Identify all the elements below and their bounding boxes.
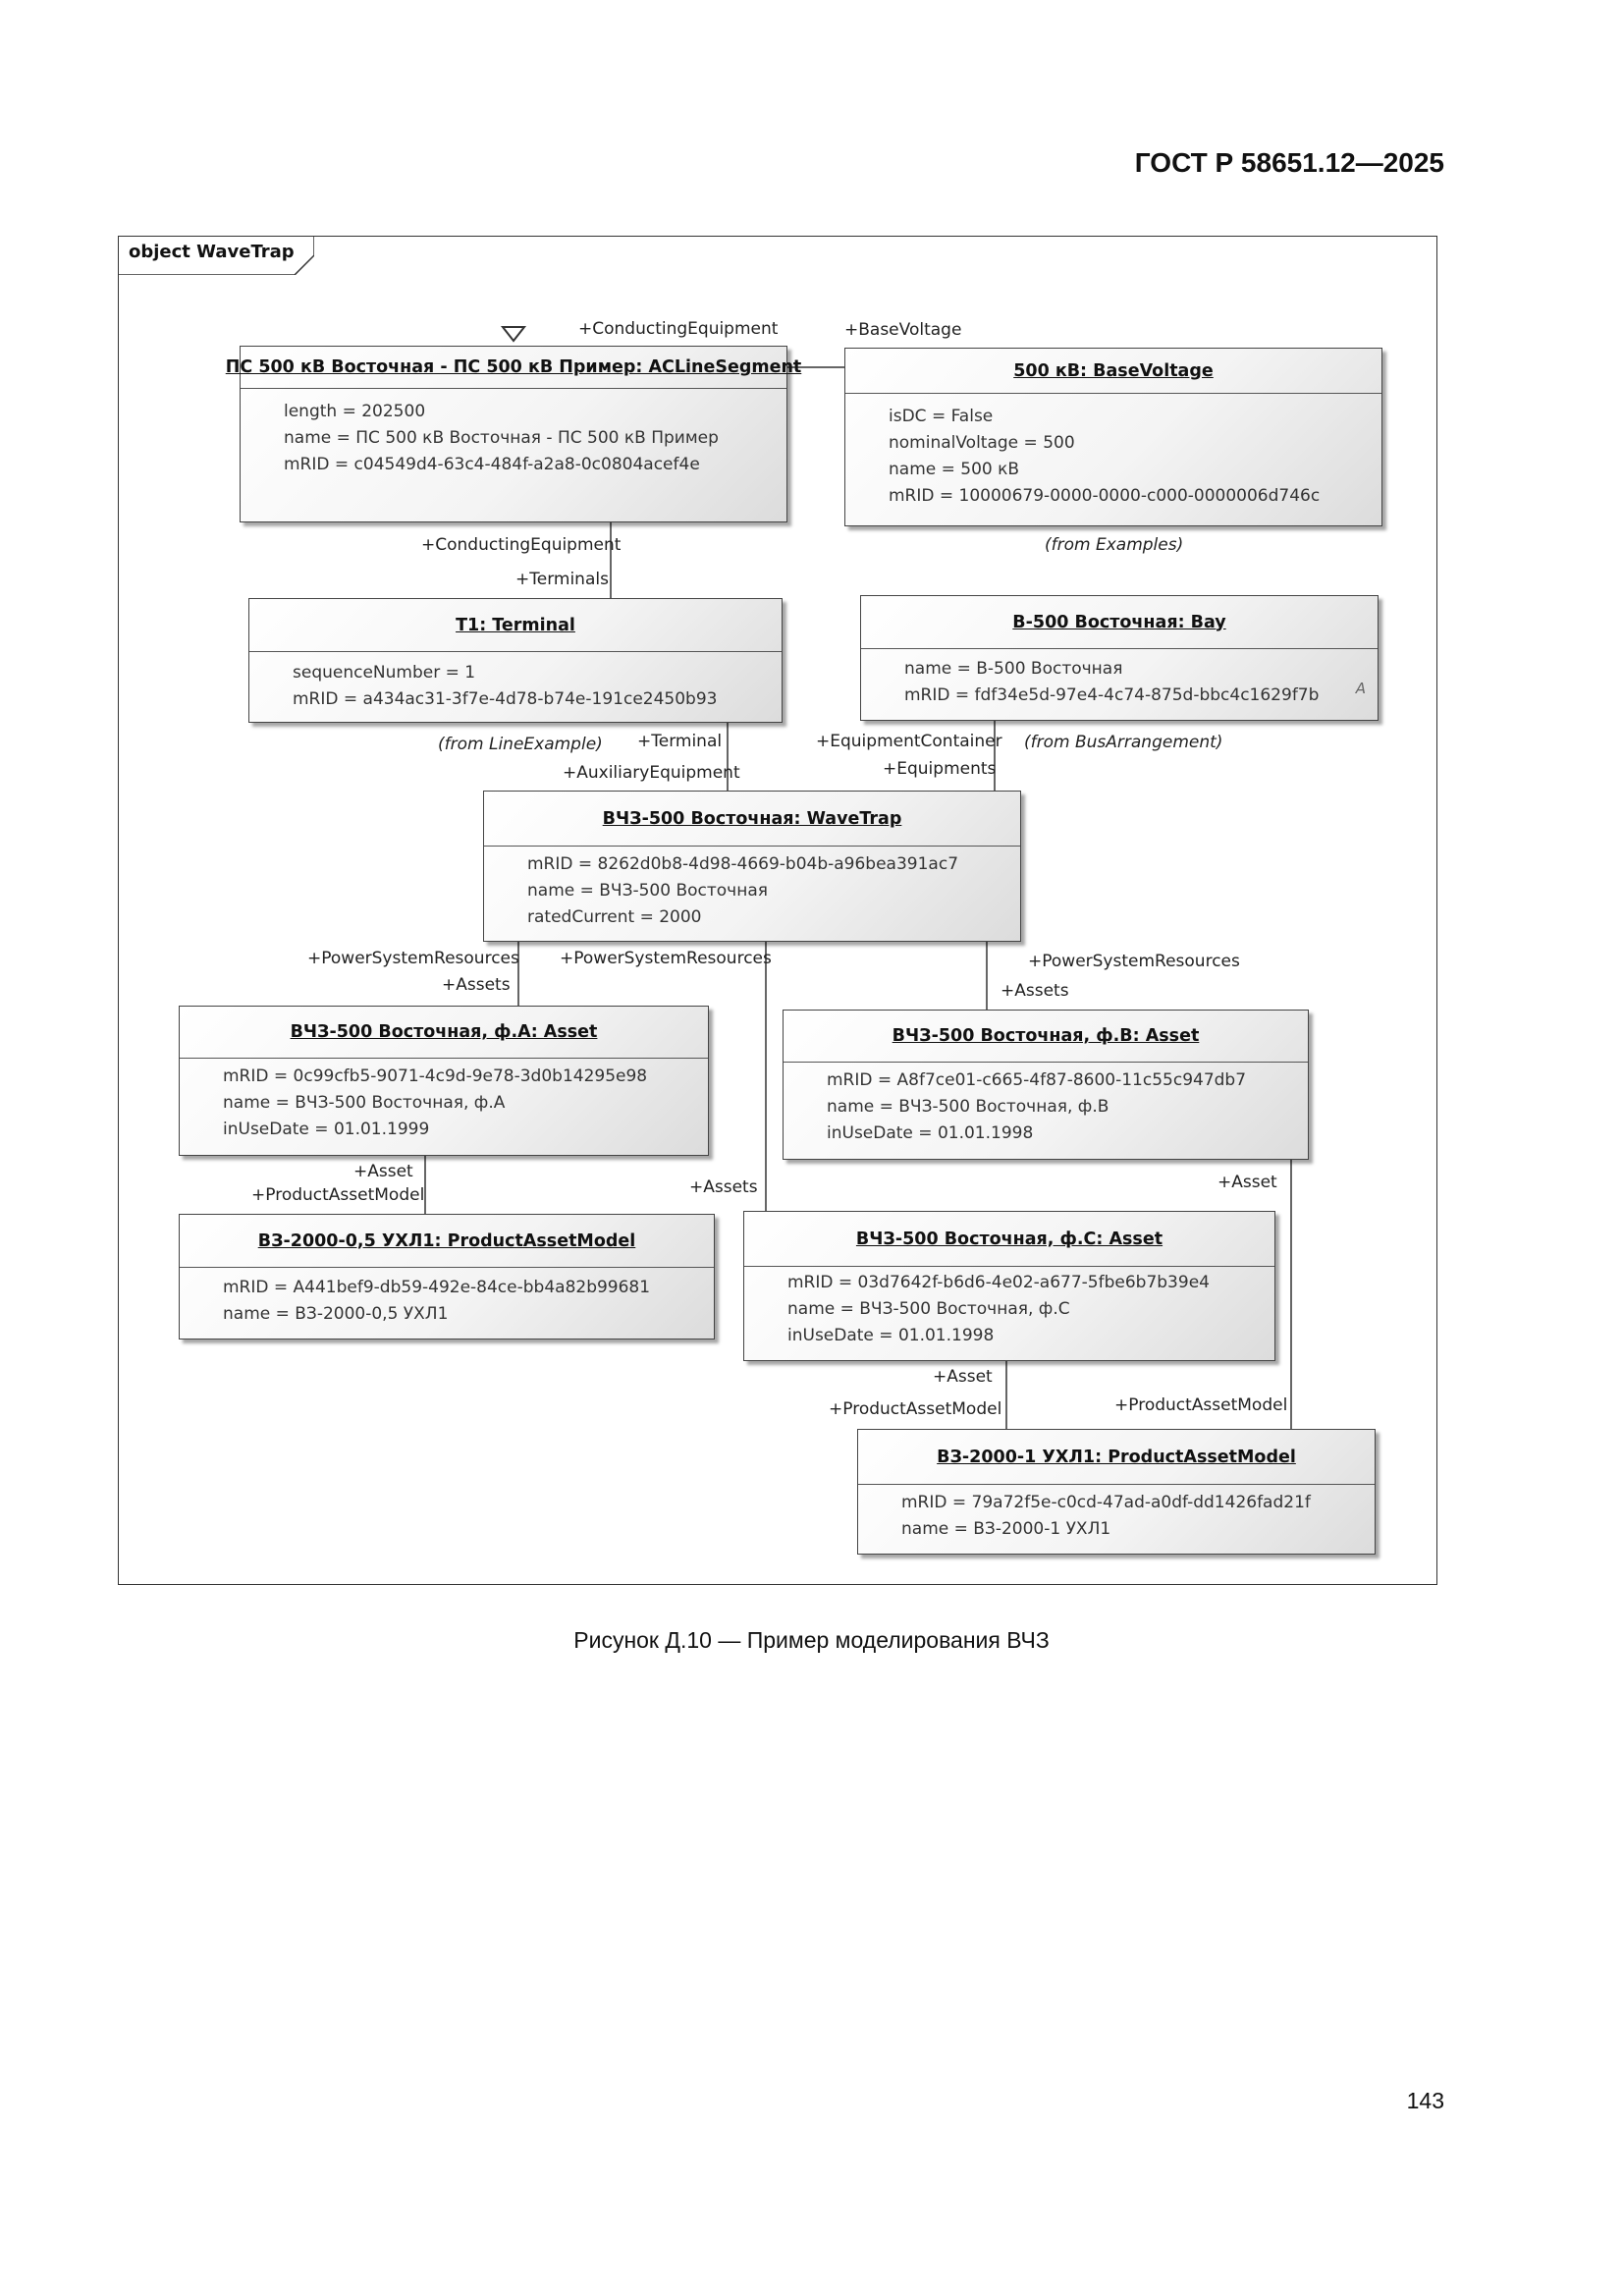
object-title: ВЗ-2000-0,5 УХЛ1: ProductAssetModel — [180, 1215, 714, 1268]
role-label: +Asset — [353, 1162, 413, 1181]
attribute: name = ВЗ-2000-0,5 УХЛ1 — [223, 1304, 449, 1324]
role-label: +ProductAssetModel — [251, 1185, 425, 1205]
attribute: mRID = c04549d4-63c4-484f-a2a8-0c0804ace… — [284, 455, 700, 474]
attribute: mRID = A441bef9-db59-492e-84ce-bb4a82b99… — [223, 1278, 651, 1297]
object-title: B-500 Восточная: Bay — [861, 596, 1378, 649]
role-label: +PowerSystemResources — [307, 949, 519, 968]
page-number: 143 — [1406, 2088, 1444, 2113]
diagram-frame — [118, 236, 1437, 1585]
object-title: 500 кВ: BaseVoltage — [845, 349, 1381, 394]
object-attributes: mRID = 03d7642f-b6d6-4e02-a677-5fbe6b7b3… — [744, 1267, 1274, 1349]
object-attributes: mRID = A8f7ce01-c665-4f87-8600-11c55c947… — [784, 1063, 1308, 1147]
triangle-marker-icon — [500, 326, 527, 343]
frame-label: object WaveTrap — [129, 242, 295, 262]
attribute: ratedCurrent = 2000 — [527, 907, 702, 927]
attribute: mRID = 0c99cfb5-9071-4c9d-9e78-3d0b14295… — [223, 1066, 648, 1086]
attribute: name = ВЧЗ-500 Восточная, ф.С — [787, 1299, 1070, 1319]
object-attributes: name = B-500 Восточная mRID = fdf34e5d-9… — [861, 649, 1378, 709]
role-label: +ConductingEquipment — [421, 535, 622, 555]
object-attributes: sequenceNumber = 1 mRID = a434ac31-3f7e-… — [249, 652, 782, 713]
role-label: +PowerSystemResources — [1028, 952, 1240, 971]
figure-caption: Рисунок Д.10 — Пример моделирования ВЧЗ — [573, 1627, 1050, 1653]
role-label: +Terminal — [637, 732, 723, 751]
frame-tab — [118, 236, 314, 275]
object-attributes: mRID = A441bef9-db59-492e-84ce-bb4a82b99… — [180, 1268, 714, 1328]
attribute: name = ПС 500 кВ Восточная - ПС 500 кВ П… — [284, 428, 719, 448]
from-note: (from Examples) — [1045, 535, 1184, 555]
attribute: mRID = 10000679-0000-0000-c000-0000006d7… — [889, 486, 1321, 506]
role-label: +EquipmentContainer — [816, 732, 1002, 751]
object-title: ПС 500 кВ Восточная - ПС 500 кВ Пример: … — [226, 347, 801, 389]
attribute: name = ВЧЗ-500 Восточная — [527, 881, 768, 901]
role-label: +ConductingEquipment — [578, 319, 779, 339]
asset-phase-b-object: ВЧЗ-500 Восточная, ф.В: Asset mRID = A8f… — [783, 1010, 1309, 1160]
role-label: +AuxiliaryEquipment — [563, 763, 740, 783]
attribute: nominalVoltage = 500 — [889, 433, 1075, 453]
asset-phase-a-object: ВЧЗ-500 Восточная, ф.А: Asset mRID = 0c9… — [179, 1006, 709, 1156]
object-title: T1: Terminal — [249, 599, 782, 652]
object-title: ВЧЗ-500 Восточная, ф.С: Asset — [744, 1212, 1274, 1267]
object-attributes: length = 202500 name = ПС 500 кВ Восточн… — [241, 389, 786, 478]
role-label: +Assets — [1001, 981, 1069, 1001]
bay-object: B-500 Восточная: Bay name = B-500 Восточ… — [860, 595, 1379, 721]
object-attributes: mRID = 8262d0b8-4d98-4669-b04b-a96bea391… — [484, 847, 1020, 931]
attribute: inUseDate = 01.01.1998 — [787, 1326, 995, 1345]
basevoltage-object: 500 кВ: BaseVoltage isDC = False nominal… — [844, 348, 1382, 526]
terminal-object: T1: Terminal sequenceNumber = 1 mRID = a… — [248, 598, 783, 723]
wavetrap-object: ВЧЗ-500 Восточная: WaveTrap mRID = 8262d… — [483, 791, 1021, 942]
abstract-marker: A — [1355, 680, 1366, 697]
from-note: (from LineExample) — [438, 735, 603, 754]
attribute: name = ВЧЗ-500 Восточная, ф.В — [827, 1097, 1109, 1117]
role-label: +Assets — [689, 1177, 758, 1197]
document-header: ГОСТ Р 58651.12—2025 — [1134, 147, 1444, 178]
attribute: name = 500 кВ — [889, 460, 1020, 479]
attribute: mRID = 03d7642f-b6d6-4e02-a677-5fbe6b7b3… — [787, 1273, 1210, 1292]
role-label: +Equipments — [883, 759, 997, 779]
object-attributes: mRID = 79a72f5e-c0cd-47ad-a0df-dd1426fad… — [858, 1485, 1375, 1543]
role-label: +Assets — [442, 975, 511, 995]
role-label: +Asset — [1217, 1173, 1277, 1192]
attribute: name = ВЧЗ-500 Восточная, ф.А — [223, 1093, 506, 1113]
attribute: mRID = 79a72f5e-c0cd-47ad-a0df-dd1426fad… — [901, 1493, 1311, 1512]
object-title: ВЧЗ-500 Восточная, ф.А: Asset — [180, 1007, 708, 1059]
object-attributes: mRID = 0c99cfb5-9071-4c9d-9e78-3d0b14295… — [180, 1059, 708, 1143]
object-attributes: isDC = False nominalVoltage = 500 name =… — [845, 394, 1381, 510]
from-note: (from BusArrangement) — [1024, 733, 1223, 752]
attribute: inUseDate = 01.01.1999 — [223, 1120, 430, 1139]
role-label: +ProductAssetModel — [829, 1399, 1002, 1419]
attribute: sequenceNumber = 1 — [293, 663, 476, 683]
attribute: mRID = a434ac31-3f7e-4d78-b74e-191ce2450… — [293, 689, 718, 709]
attribute: name = ВЗ-2000-1 УХЛ1 — [901, 1519, 1111, 1539]
object-title: ВЗ-2000-1 УХЛ1: ProductAssetModel — [858, 1430, 1375, 1485]
aclinesegment-object: ПС 500 кВ Восточная - ПС 500 кВ Пример: … — [226, 346, 801, 522]
role-label: +ProductAssetModel — [1114, 1395, 1288, 1415]
attribute: name = B-500 Восточная — [904, 659, 1123, 679]
attribute: mRID = fdf34e5d-97e4-4c74-875d-bbc4c1629… — [904, 685, 1320, 705]
asset-phase-c-object: ВЧЗ-500 Восточная, ф.С: Asset mRID = 03d… — [743, 1211, 1275, 1361]
object-title: ВЧЗ-500 Восточная: WaveTrap — [484, 792, 1020, 847]
attribute: mRID = A8f7ce01-c665-4f87-8600-11c55c947… — [827, 1070, 1247, 1090]
role-label: +BaseVoltage — [844, 320, 962, 340]
role-label: +PowerSystemResources — [560, 949, 772, 968]
productassetmodel-05-object: ВЗ-2000-0,5 УХЛ1: ProductAssetModel mRID… — [179, 1214, 715, 1339]
role-label: +Asset — [933, 1367, 993, 1387]
productassetmodel-1-object: ВЗ-2000-1 УХЛ1: ProductAssetModel mRID =… — [857, 1429, 1376, 1555]
role-label: +Terminals — [515, 570, 609, 589]
attribute: isDC = False — [889, 407, 994, 426]
object-title: ВЧЗ-500 Восточная, ф.В: Asset — [784, 1011, 1308, 1063]
attribute: length = 202500 — [284, 402, 426, 421]
attribute: inUseDate = 01.01.1998 — [827, 1123, 1034, 1143]
attribute: mRID = 8262d0b8-4d98-4669-b04b-a96bea391… — [527, 854, 959, 874]
